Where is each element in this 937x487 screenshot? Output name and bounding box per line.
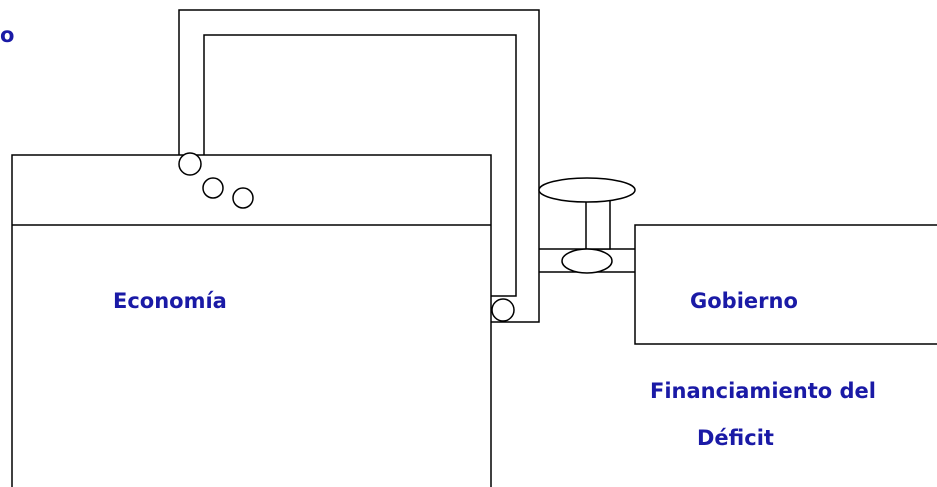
valve-seat: [561, 248, 613, 274]
bubble-3: [232, 187, 254, 209]
economia-tank: [11, 154, 492, 487]
gobierno-tank: [634, 224, 937, 345]
pipe-loop: [178, 9, 540, 323]
gobierno-label: Gobierno: [690, 289, 798, 313]
pipe-outer-wall: [178, 9, 540, 323]
valve-stem: [585, 198, 611, 250]
corner-fragment-label: o: [0, 23, 14, 47]
bubble-2: [202, 177, 224, 199]
valve: [538, 177, 636, 274]
financiamiento-label-line1: Financiamiento del: [650, 379, 876, 403]
economia-tank-outline: [11, 154, 492, 487]
valve-handle: [538, 177, 636, 203]
gobierno-tank-outline: [634, 224, 937, 345]
economia-label: Economía: [113, 289, 227, 313]
pipe-inner-wall: [203, 34, 517, 297]
bubble-4: [491, 298, 515, 322]
bubble-1: [178, 152, 202, 176]
bubbles: [178, 152, 515, 322]
financiamiento-label-line2: Déficit: [697, 426, 774, 450]
